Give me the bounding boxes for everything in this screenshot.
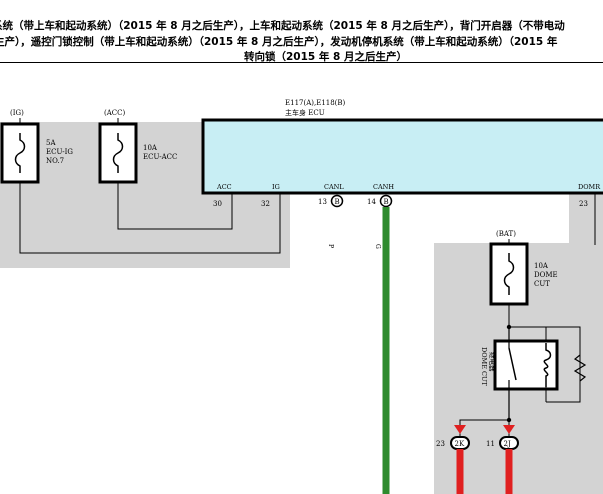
acc-wire: [117, 182, 233, 230]
canl-wire-color-label: P: [327, 244, 334, 248]
connector-canl-circle: [330, 194, 344, 208]
fuse-acc-name: ECU-ACC: [143, 153, 177, 161]
ecu-pin-number-canh: 14: [367, 198, 376, 206]
fuse-ig-name: ECU-IG: [46, 148, 73, 156]
relay-resistor-symbol: [573, 354, 587, 382]
fuse-box-panel-right-upper: [569, 193, 603, 245]
connector-2j-number: 11: [486, 440, 495, 448]
connector-2k-id: 2K: [455, 440, 465, 448]
fuse-dome-symbol: [503, 253, 515, 295]
fuse-acc-bus: (ACC): [104, 109, 125, 117]
ecu-pin-number-canl: 13: [318, 198, 327, 206]
fuse-ig-symbol: [14, 133, 26, 173]
fuse-dome-name: DOME: [534, 271, 558, 279]
relay-coil-symbol: [543, 343, 552, 387]
relay-name2: 继电器: [488, 352, 497, 372]
main-body-ecu-box: [201, 118, 603, 195]
connector-2k-number: 23: [436, 440, 445, 448]
ecu-pin-label-canh: CANH: [373, 183, 394, 191]
fuse-acc-symbol: [112, 133, 124, 173]
header-line-1: 系统（带上车和起动系统）（2015 年 8 月之后生产），上车和起动系统（201…: [0, 20, 565, 32]
connector-canh-circle: [379, 194, 393, 208]
fuse-dome-rating: 10A: [534, 262, 549, 270]
fuse-dome-name2: CUT: [534, 280, 550, 288]
ecu-pin-label-canl: CANL: [324, 183, 344, 191]
ecu-pin-label-domr: DOMR: [578, 183, 601, 191]
ecu-code: E117(A),E118(B): [285, 99, 346, 107]
fuse-ig-bus: (IG): [10, 109, 24, 117]
relay-name: DOME CUT: [480, 347, 488, 386]
fuse-ig-name2: NO.7: [46, 157, 64, 165]
header-line-3: 转向锁（2015 年 8 月之后生产）: [244, 51, 407, 63]
connector-canh-id: B: [384, 198, 389, 206]
ecu-pin-number-ig: 32: [261, 200, 270, 208]
arrow-2j: [503, 425, 515, 434]
ecu-name: 主车身 ECU: [285, 108, 325, 117]
relay-resistor-loop: [546, 326, 581, 403]
canh-wire-color-label: G: [374, 244, 381, 249]
ig-wire: [19, 182, 281, 254]
ecu-pin-number-acc: 30: [213, 200, 222, 208]
fuse-acc-rating: 10A: [143, 144, 158, 152]
arrow-2k: [454, 425, 466, 434]
relay-switch-arm: [508, 347, 517, 381]
connector-canl-id: B: [335, 198, 340, 206]
ecu-pin-label-ig: IG: [272, 183, 280, 191]
connector-2j-id: 2J: [504, 440, 511, 448]
ecu-pin-label-acc: ACC: [216, 183, 232, 191]
fuse-dome-bus: (BAT): [496, 230, 516, 238]
ecu-pin-number-domr: 23: [579, 200, 588, 208]
fuse-ig-rating: 5A: [46, 139, 56, 147]
header-line-2: 生产），遥控门锁控制（带上车和起动系统）（2015 年 8 月之后生产），发动机…: [0, 36, 558, 48]
page-header: 系统（带上车和起动系统）（2015 年 8 月之后生产），上车和起动系统（201…: [0, 0, 603, 63]
